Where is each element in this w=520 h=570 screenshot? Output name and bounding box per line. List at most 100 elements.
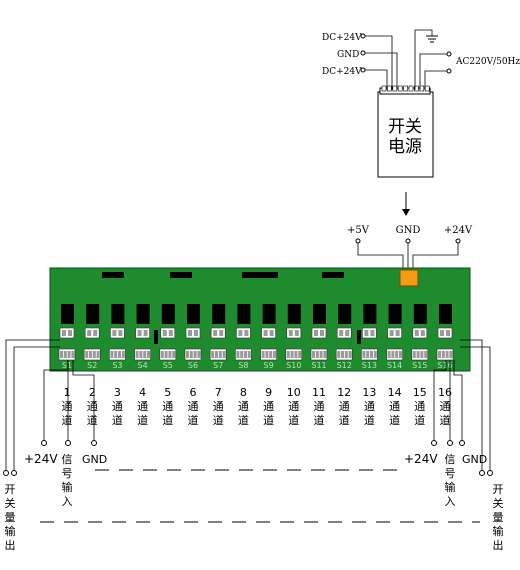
slot-label: S5 — [163, 361, 173, 370]
right-24v-label: +24V — [404, 452, 438, 466]
slot-label: S9 — [264, 361, 274, 370]
terminal-lower-6 — [184, 348, 202, 361]
psu-box — [377, 91, 434, 178]
terminal-upper-6 — [185, 327, 201, 339]
terminal-upper-12 — [336, 327, 352, 339]
rail-gnd-label: GND — [396, 225, 421, 236]
channel-char-b: 道 — [162, 413, 173, 427]
slot-label: S4 — [138, 361, 148, 370]
terminal-lower-2 — [83, 348, 101, 361]
terminal-lower-8 — [235, 348, 252, 361]
slot-label: S2 — [87, 361, 97, 370]
terminal-upper-11 — [311, 327, 327, 339]
terminal-upper-16 — [437, 327, 453, 339]
channel-number: 14 — [388, 386, 402, 399]
left-switch-char: 关 — [5, 496, 16, 510]
relay-13 — [363, 304, 377, 324]
channel-number: 8 — [240, 386, 247, 399]
psu-input-gnd: GND — [337, 50, 359, 60]
slot-label: S11 — [311, 361, 326, 370]
bus-dashes — [40, 469, 480, 523]
terminal-upper-5 — [160, 327, 176, 339]
terminal-upper-1 — [59, 327, 75, 339]
relay-3 — [111, 304, 125, 324]
relay-15 — [413, 304, 427, 324]
terminal-lower-9 — [260, 348, 277, 361]
slot-label: S3 — [112, 361, 122, 370]
channel-number: 5 — [164, 386, 171, 399]
channel-char-a: 通 — [188, 400, 199, 413]
rail-inputs: +5V GND +24V — [347, 225, 473, 270]
psu-label-line1: 开关 — [388, 117, 422, 137]
relay-12 — [338, 304, 352, 324]
terminal-upper-2 — [84, 327, 100, 339]
rail-5v-label: +5V — [347, 225, 370, 236]
slot-label: S1 — [62, 361, 72, 370]
left-signal-char: 信 — [62, 453, 73, 466]
terminal-upper-8 — [236, 327, 251, 339]
power-connector — [399, 269, 419, 287]
terminal-lower-11 — [310, 348, 328, 361]
left-signal-char: 入 — [62, 495, 73, 508]
channel-number: 3 — [114, 386, 121, 399]
channel-char-a: 通 — [62, 400, 73, 413]
right-gnd-label: GND — [462, 453, 487, 466]
right-switch-char: 输 — [493, 524, 504, 538]
terminal-lower-4 — [134, 348, 151, 361]
right-signal-char: 号 — [445, 467, 456, 480]
power-supply: 开关 电源 DC+24V GND DC+24V AC220V/50Hz — [322, 29, 520, 178]
slot-label: S8 — [238, 361, 248, 370]
channel-char-b: 道 — [137, 413, 148, 427]
terminal-lower-12 — [335, 348, 353, 361]
slot-label: S14 — [387, 361, 402, 370]
relay-7 — [212, 304, 226, 324]
channel-number: 13 — [362, 386, 376, 399]
relay-16 — [439, 304, 452, 324]
slot-label: S6 — [188, 361, 198, 370]
left-24v-label: +24V — [24, 452, 58, 466]
terminal-lower-5 — [159, 348, 177, 361]
terminal-lower-15 — [411, 348, 429, 361]
channel-char-b: 道 — [112, 413, 123, 427]
slot-label: S10 — [286, 361, 301, 370]
channel-char-b: 道 — [339, 413, 350, 427]
left-switch-char: 输 — [5, 524, 16, 538]
channel-char-b: 道 — [87, 413, 98, 427]
left-signal-char: 输 — [62, 480, 73, 494]
left-switch-char: 开 — [5, 483, 16, 496]
terminal-upper-15 — [412, 327, 428, 339]
channel-char-b: 道 — [389, 413, 400, 427]
channel-char-a: 通 — [314, 400, 325, 413]
terminal-upper-4 — [135, 327, 150, 339]
terminal-lower-10 — [285, 348, 303, 361]
left-signal-char: 号 — [62, 467, 73, 480]
channel-char-b: 道 — [263, 413, 274, 427]
terminal-lower-7 — [209, 348, 227, 361]
slot-label: S12 — [337, 361, 352, 370]
left-switch-char: 出 — [5, 538, 16, 552]
slot-label: S15 — [412, 361, 427, 370]
terminal-lower-14 — [386, 348, 403, 361]
terminal-lower-13 — [361, 348, 378, 361]
channel-char-a: 通 — [263, 400, 274, 413]
channel-number: 2 — [89, 386, 96, 399]
left-gnd-label: GND — [82, 453, 107, 466]
relay-4 — [136, 304, 150, 324]
channel-number: 15 — [413, 386, 427, 399]
channel-char-a: 通 — [339, 400, 350, 413]
relay-2 — [86, 304, 100, 324]
channel-char-b: 道 — [62, 413, 73, 427]
relay-1 — [61, 304, 74, 324]
terminal-upper-13 — [362, 327, 377, 339]
channel-char-a: 通 — [87, 400, 98, 413]
psu-label-line2: 电源 — [388, 137, 422, 157]
channel-char-b: 道 — [238, 413, 249, 427]
relay-14 — [388, 304, 402, 324]
relay-8 — [237, 304, 251, 324]
